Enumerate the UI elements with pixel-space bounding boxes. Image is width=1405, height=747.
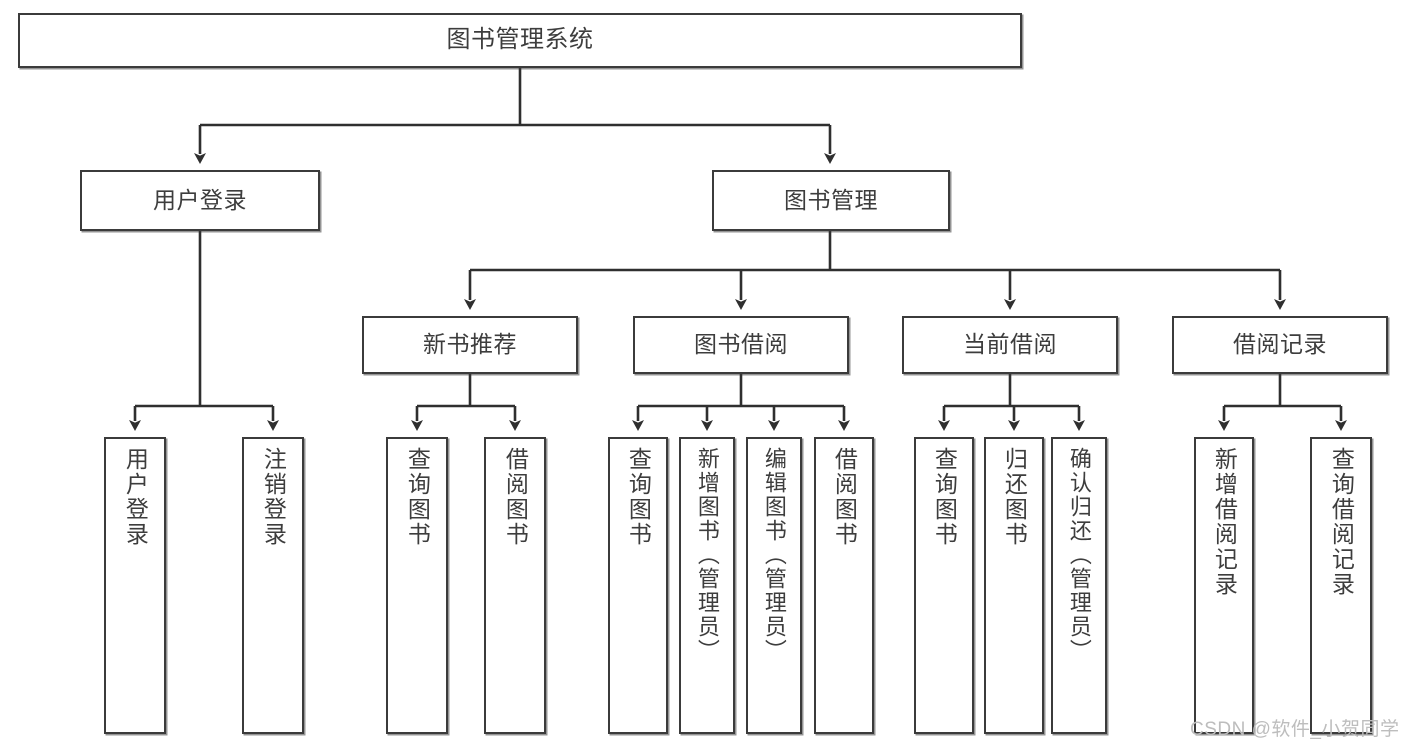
node-label: 查询图书 [625, 447, 652, 547]
leaf-query-borrow-record[interactable]: 查询借阅记录 [1310, 437, 1372, 734]
leaf-logout[interactable]: 注销登录 [242, 437, 304, 734]
node-label: 借阅记录 [1233, 331, 1327, 358]
node-label: 查询借阅记录 [1328, 447, 1355, 597]
node-book-management[interactable]: 图书管理 [712, 170, 950, 231]
leaf-borrow-book[interactable]: 借阅图书 [814, 437, 874, 734]
node-label: 用户登录 [153, 186, 247, 213]
leaf-borrow-book-recommend[interactable]: 借阅图书 [484, 437, 546, 734]
node-label: 确认归还（管理员） [1066, 447, 1092, 663]
leaf-query-book-recommend[interactable]: 查询图书 [386, 437, 448, 734]
node-root-system[interactable]: 图书管理系统 [18, 13, 1022, 68]
node-label: 新书推荐 [423, 331, 517, 358]
node-label: 借阅图书 [831, 447, 858, 547]
node-label: 图书借阅 [694, 331, 788, 358]
node-label: 新增借阅记录 [1211, 447, 1238, 597]
node-label: 查询图书 [404, 447, 431, 547]
node-label: 借阅图书 [502, 447, 529, 547]
node-label: 图书管理 [784, 186, 878, 213]
node-new-book-recommend[interactable]: 新书推荐 [362, 316, 578, 374]
leaf-confirm-return-admin[interactable]: 确认归还（管理员） [1051, 437, 1107, 734]
leaf-edit-book-admin[interactable]: 编辑图书（管理员） [746, 437, 802, 734]
node-label: 注销登录 [260, 447, 287, 547]
node-user-login[interactable]: 用户登录 [80, 170, 320, 231]
node-label: 用户登录 [122, 447, 149, 547]
leaf-add-book-admin[interactable]: 新增图书（管理员） [679, 437, 735, 734]
csdn-watermark: CSDN @软件_小贺同学 [1190, 719, 1400, 740]
leaf-query-book-current[interactable]: 查询图书 [914, 437, 974, 734]
node-borrow-record[interactable]: 借阅记录 [1172, 316, 1388, 374]
leaf-add-borrow-record[interactable]: 新增借阅记录 [1194, 437, 1254, 734]
node-label: 新增图书（管理员） [694, 447, 720, 663]
node-label: 当前借阅 [963, 331, 1057, 358]
node-book-borrow[interactable]: 图书借阅 [633, 316, 849, 374]
leaf-return-book[interactable]: 归还图书 [984, 437, 1044, 734]
node-label: 编辑图书（管理员） [761, 447, 787, 663]
node-label: 查询图书 [931, 447, 958, 547]
leaf-query-book-borrow[interactable]: 查询图书 [608, 437, 668, 734]
node-label: 归还图书 [1001, 447, 1028, 547]
node-label: 图书管理系统 [446, 26, 594, 54]
leaf-user-login[interactable]: 用户登录 [104, 437, 166, 734]
node-current-borrow[interactable]: 当前借阅 [902, 316, 1118, 374]
